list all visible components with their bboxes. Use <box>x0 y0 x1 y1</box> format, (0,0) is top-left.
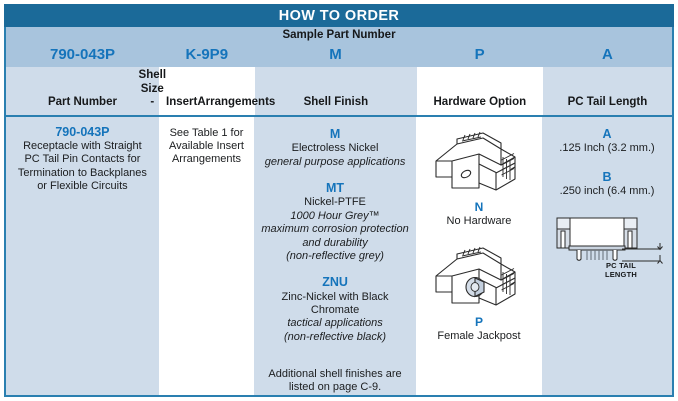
sample-part-segment-1: 790-043P <box>50 46 116 63</box>
connector-no-hardware-drawing <box>427 127 531 199</box>
cell-pc-tail-length: A .125 Inch (3.2 mm.) B .250 inch (6.4 m… <box>541 117 672 395</box>
shell-finish-name: Nickel-PTFE <box>304 196 366 209</box>
column-header-3: Shell Finish <box>255 67 417 115</box>
column-header-4: Hardware Option <box>416 67 543 115</box>
sample-part-number-row: 790-043P K-9P9 M P A <box>6 42 672 67</box>
column-header-line: Shell Finish <box>303 95 369 108</box>
pc-tail-length-diagram <box>547 216 667 278</box>
cell-hardware-option: N No Hardware <box>415 117 542 395</box>
shell-finish-code: ZNU <box>322 275 348 290</box>
sample-part-segment-5: A <box>601 46 613 63</box>
shell-finish-name: Zinc-Nickel with Black Chromate <box>281 290 389 316</box>
column-header-line: Hardware Option <box>433 95 527 108</box>
pc-tail-figure-label: PC TAIL LENGTH <box>604 261 637 279</box>
cell-shell-size-insert: See Table 1 for Available Insert Arrange… <box>158 117 255 395</box>
shell-size-line-2: Available Insert <box>168 140 244 153</box>
shell-finish-name: Electroless Nickel <box>291 142 379 155</box>
column-header-line: Arrangements <box>197 95 276 108</box>
shell-finish-note: maximum corrosion protection <box>261 223 409 236</box>
hardware-option-label-p: Female Jackpost <box>437 329 521 342</box>
desc-line-1: Receptacle with Straight <box>23 140 142 153</box>
sample-part-segment-4: P <box>474 46 485 63</box>
pc-tail-figure-label-line-1: PC TAIL <box>605 261 636 271</box>
footnote-line-1: Additional shell finishes are <box>268 368 402 381</box>
part-number-code: 790-043P <box>55 125 110 139</box>
pc-tail-length-figure: PC TAIL LENGTH <box>548 216 666 279</box>
shell-finish-note: 1000 Hour Grey™ <box>290 209 380 222</box>
hardware-option-label-n: No Hardware <box>446 214 512 227</box>
column-header-line: Part Number <box>47 95 117 108</box>
shell-size-line-3: Arrangements <box>171 153 242 166</box>
column-header-line: PC Tail Length <box>567 95 648 108</box>
pc-tail-label-a: .125 Inch (3.2 mm.) <box>559 142 655 155</box>
sample-part-number-band: Sample Part Number 790-043P K-9P9 M P A <box>4 27 674 67</box>
pc-tail-code-b: B <box>602 169 612 184</box>
desc-line-2: PC Tail Pin Contacts for <box>24 153 141 166</box>
shell-finish-code: MT <box>326 181 345 196</box>
hardware-option-female-jackpost: P Female Jackpost <box>422 242 536 343</box>
shell-size-line-1: See Table 1 for <box>169 127 244 139</box>
sample-part-segment-2: K-9P9 <box>185 46 229 63</box>
pc-tail-length-a: A .125 Inch (3.2 mm.) <box>548 127 666 156</box>
column-header-5: PC Tail Length <box>543 67 672 115</box>
shell-finish-note: (non-reflective black) <box>283 330 387 343</box>
table-body-row: 790-043P Receptacle with Straight PC Tai… <box>4 117 674 397</box>
hardware-option-no-hardware: N No Hardware <box>422 127 536 228</box>
sample-part-segment-3: M <box>329 46 342 63</box>
table-title-bar: HOW TO ORDER <box>4 4 674 27</box>
pc-tail-label-b: .250 inch (6.4 mm.) <box>559 184 655 197</box>
shell-finish-note: and durability <box>302 236 368 249</box>
column-header-line: Shell Size - <box>138 69 167 108</box>
part-number-description: Receptacle with Straight PC Tail Pin Con… <box>12 140 153 193</box>
jackpost-knob <box>465 276 485 298</box>
shell-finish-note: general purpose applications <box>264 155 406 168</box>
hardware-option-code-p: P <box>474 315 483 330</box>
shell-finish-note: tactical applications <box>287 317 383 330</box>
connector-female-jackpost-drawing <box>427 242 531 314</box>
shell-size-note: See Table 1 for Available Insert Arrange… <box>165 127 248 167</box>
column-header-line: Insert <box>166 95 198 108</box>
desc-line-4: or Flexible Circuits <box>37 179 128 192</box>
pc-tail-figure-label-line-2: LENGTH <box>604 269 637 279</box>
pc-tail-code-a: A <box>602 127 612 141</box>
sample-part-number-caption: Sample Part Number <box>282 29 396 41</box>
page-title: HOW TO ORDER <box>278 7 400 24</box>
column-header-1: Part Number <box>6 67 159 115</box>
desc-line-3: Termination to Backplanes <box>17 166 147 179</box>
footnote-line-2: listed on page C-9. <box>288 381 382 394</box>
shell-finish-note: (non-reflective grey) <box>286 249 384 262</box>
cell-part-number: 790-043P Receptacle with Straight PC Tai… <box>6 117 159 395</box>
shell-finish-code: M <box>329 127 341 141</box>
shell-finish-footnote: Additional shell finishes are listed on … <box>260 368 410 394</box>
hardware-option-code-n: N <box>474 200 484 214</box>
pc-tail-length-b: B .250 inch (6.4 mm.) <box>548 170 666 199</box>
